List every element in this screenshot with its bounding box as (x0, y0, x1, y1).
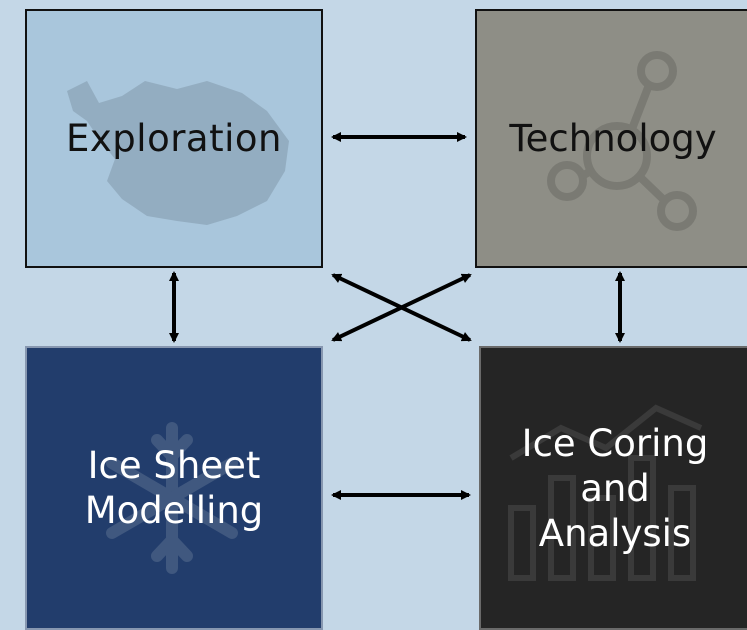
exploration-label: Exploration (66, 117, 282, 160)
antarctica-map-icon (67, 81, 289, 225)
ice-sheet-modelling-label: Ice Sheet Modelling (84, 444, 264, 532)
node-exploration: Exploration (25, 9, 323, 268)
node-ice-sheet-modelling: Ice Sheet Modelling (25, 346, 323, 630)
bar-chart-icon (508, 404, 703, 581)
arrow-technology-icesheet (331, 273, 472, 342)
snowflake-icon (106, 422, 238, 574)
network-nodes-icon (547, 51, 697, 231)
ice-coring-label: Ice Coring and Analysis (521, 421, 709, 555)
technology-label: Technology (509, 117, 717, 160)
node-technology: Technology (475, 9, 747, 268)
node-ice-coring-and-analysis: Ice Coring and Analysis (479, 346, 747, 630)
